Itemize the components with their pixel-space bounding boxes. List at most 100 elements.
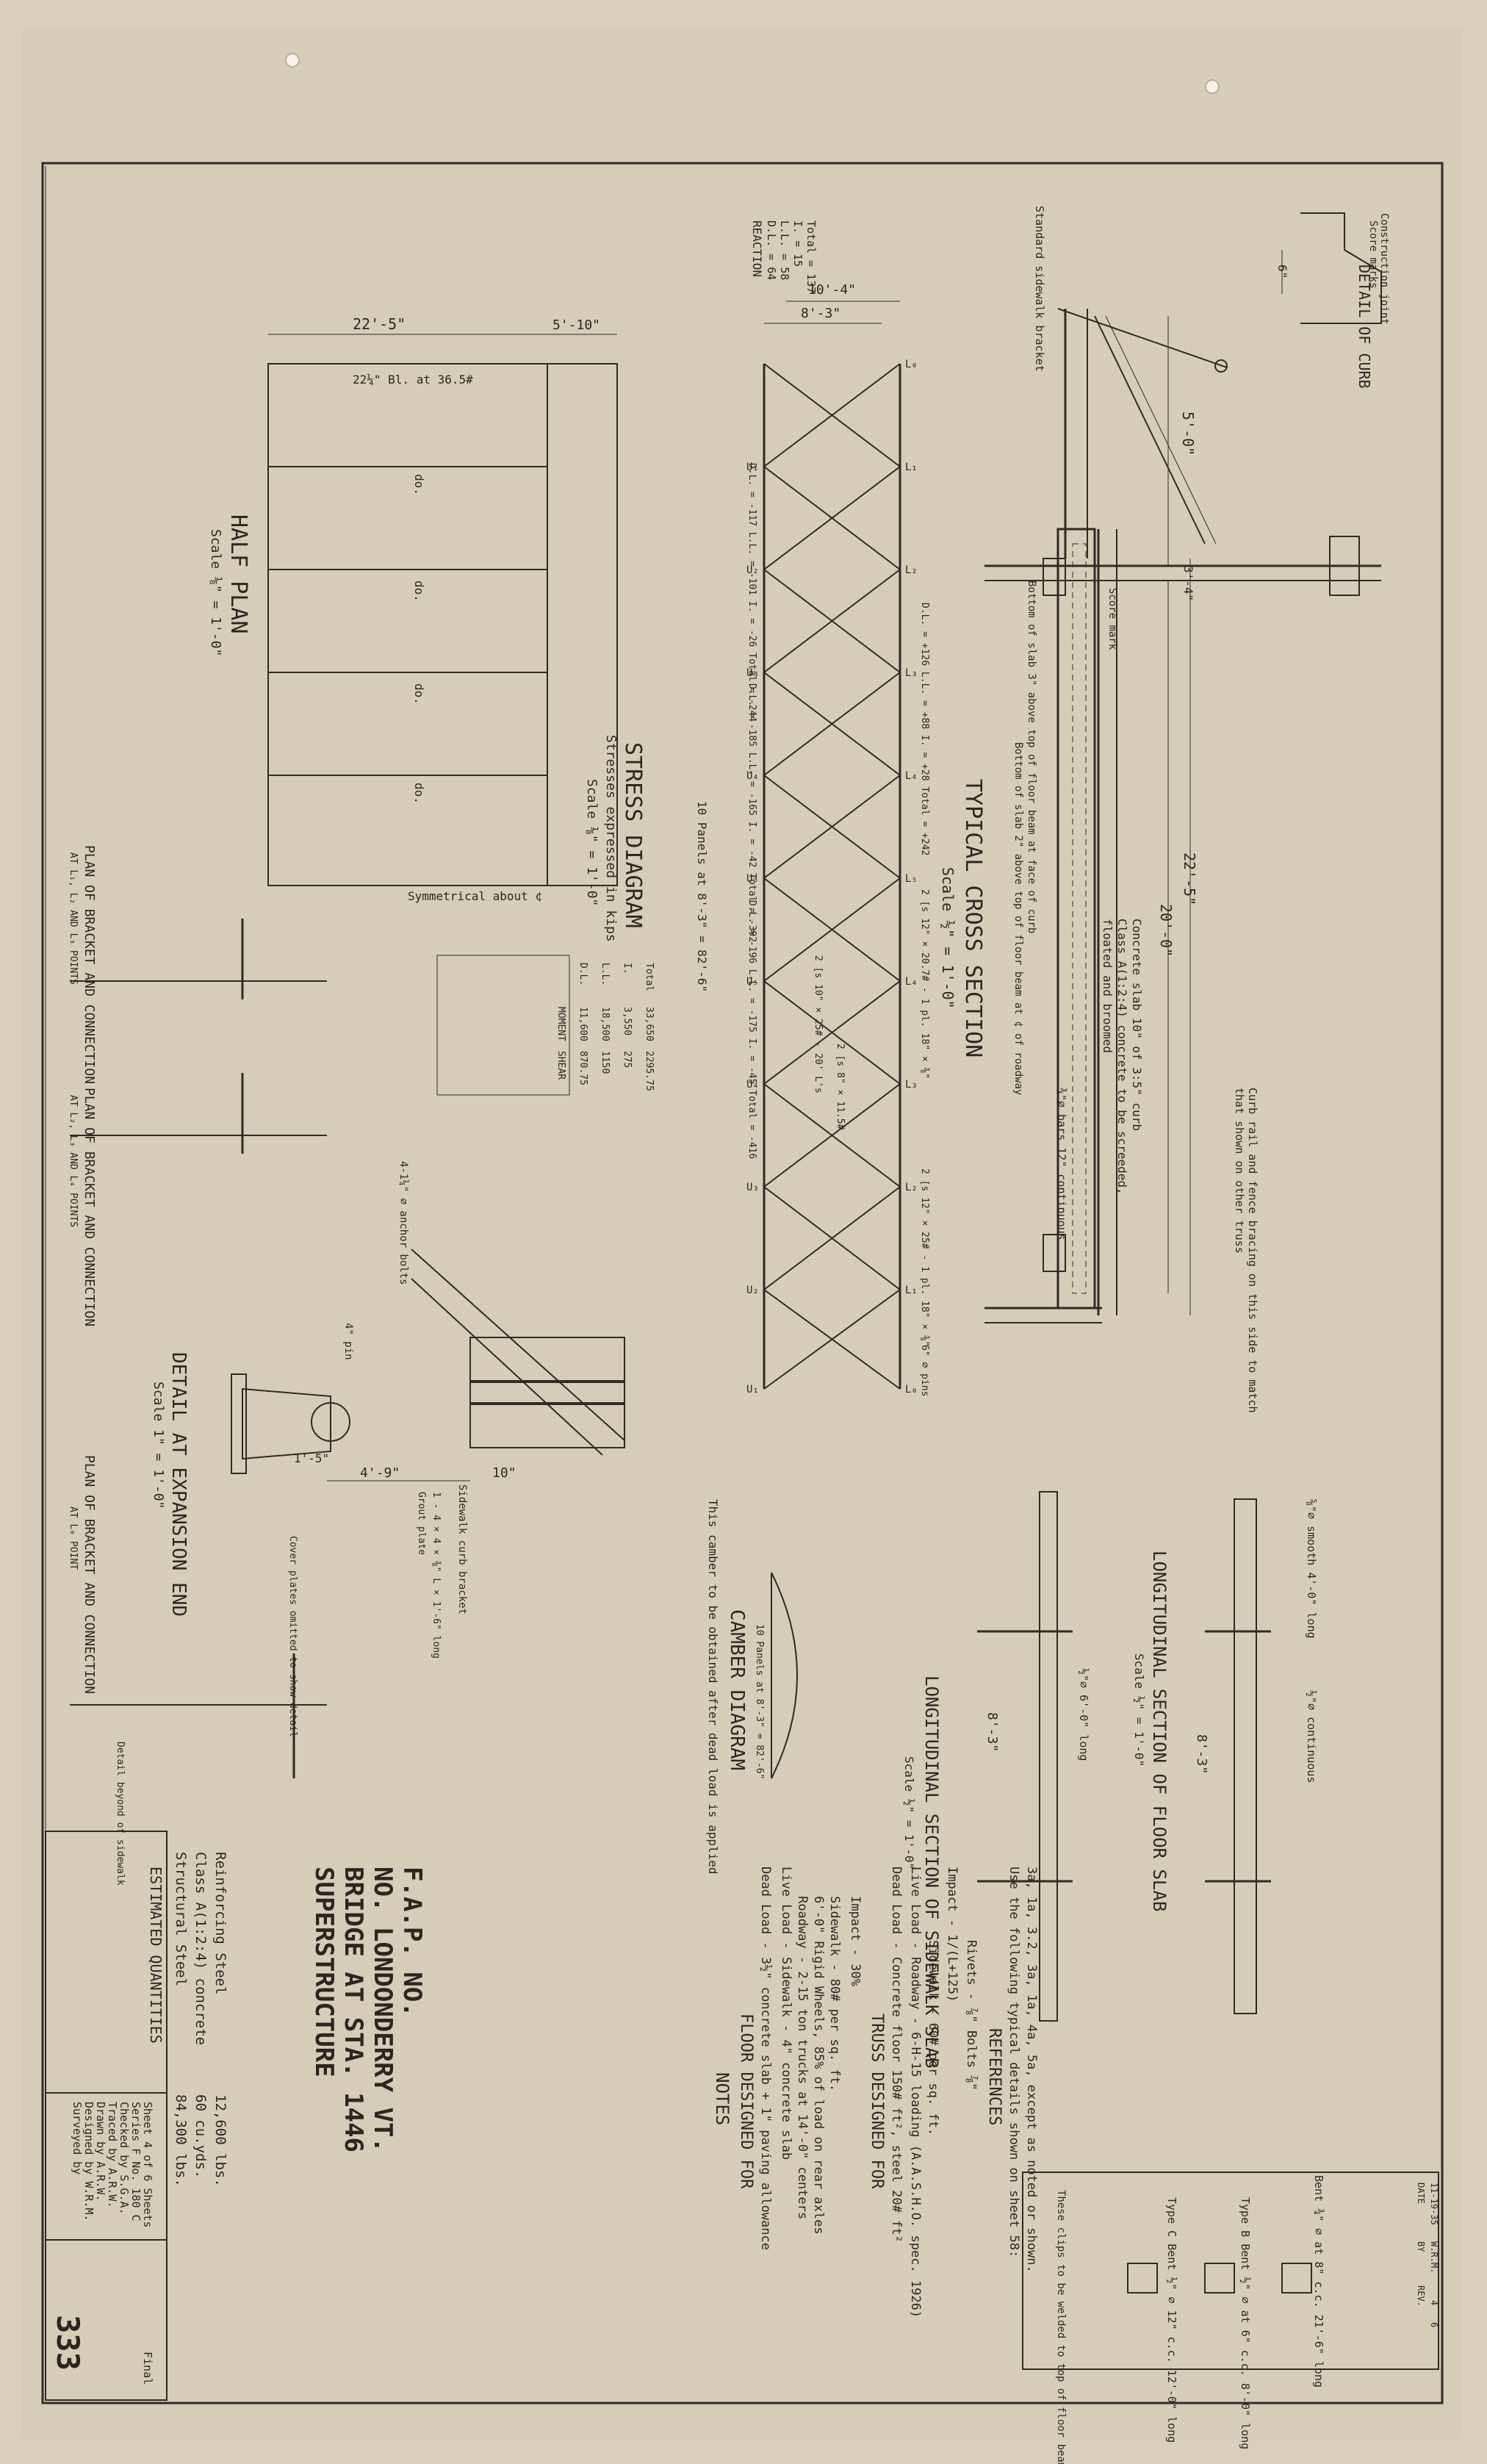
rev-header-rev: REV.	[1416, 2285, 1426, 2307]
rev-total: 6	[1429, 2322, 1439, 2327]
reaction-total: Total = 137	[804, 220, 818, 293]
node-l0-b: L₀	[905, 1384, 918, 1396]
signature-box	[45, 2092, 168, 2401]
floor-note-5: Sidewalk - 80# per sq. ft.	[827, 1896, 842, 2091]
half-plan-dim-22-5-label: 22'-5"	[353, 315, 406, 333]
node-l1: L₁	[905, 461, 918, 473]
sidewalk-railing	[1057, 308, 1228, 368]
qty-item-2: Class A(1:2:4) concrete	[192, 1852, 209, 2045]
surveyed-by: Surveyed by	[71, 2102, 84, 2174]
title-line-4: F.A.P. NO.	[397, 1867, 427, 2017]
revision-box	[1022, 2172, 1439, 2370]
cs-note-bottom-slab-center: Bottom of slab 2" above top of floor bea…	[1012, 742, 1024, 1095]
prop-row-4-moment: 33,650	[644, 1007, 655, 1041]
reaction-i: I. = 15	[791, 220, 804, 267]
bar-type-c: Type C Bent ½" ⌀ 12" c.c. 12'-0" long	[1165, 2197, 1178, 2443]
half-plan-outline	[267, 363, 618, 886]
expansion-note-bracket: Sidewalk curb bracket	[456, 1484, 468, 1614]
expansion-note-anchor: 4-1¼" ⌀ anchor bolts	[397, 1161, 409, 1285]
cs-note-curb-rail-2: that shown on other truss	[1233, 1088, 1246, 1254]
qty-item-3: Reinforcing Steel	[212, 1852, 228, 1994]
camber-curve	[771, 1572, 798, 1779]
cs-note-floated: floated and broomed	[1101, 919, 1115, 1053]
half-plan: 22'-5" 5'-10" 22¼" Bl. at 36.5# do. do. …	[208, 315, 618, 903]
node-l1-b: L₁	[905, 1285, 918, 1296]
reaction-dl: D.L. = 64	[765, 220, 778, 280]
dim-22-5: 22'-5"	[1181, 852, 1198, 905]
cs-note-class-a: Class A(1:2:4) concrete to be screeded,	[1115, 919, 1129, 1195]
expansion-note-grout: Grout plate	[416, 1492, 427, 1555]
half-plan-scale: Scale ⅛" = 1'-0"	[208, 529, 223, 656]
punch-hole-left	[285, 53, 300, 68]
node-l5: L₅	[905, 873, 918, 885]
curb-detail: DETAIL OF CURB 6" Score marks	[1275, 212, 1382, 389]
title-line-3: NO. LONDONDERRY VT.	[368, 1867, 397, 2152]
sidewalk-slab-rect	[1039, 1491, 1058, 2022]
expansion-title: DETAIL AT EXPANSION END	[168, 1352, 190, 1617]
prop-row-2-moment: 18,500	[600, 1007, 611, 1041]
prop-row-1-moment: 11,600	[577, 1007, 588, 1041]
chord-stress-4: D.L. = +126 L.L. = +88 I. = +28 Total = …	[919, 603, 930, 855]
expansion-note-pin: 4" pin	[342, 1323, 354, 1360]
expansion-sole-plate	[231, 1373, 247, 1474]
bracket-plan-note: Detail beyond of sidewalk	[115, 1742, 126, 1886]
sidewalk-slab-title: LONGITUDINAL SECTION OF SIDEWALK SLAB	[921, 1675, 942, 2069]
member-size-2: 2 [s 12" × 25# - 1 pl. 18" × ⅜"	[919, 1168, 930, 1347]
title-line-1: SUPERSTRUCTURE	[309, 1867, 339, 2077]
prop-row-4-shear: 2295.75	[644, 1051, 655, 1091]
signature-block: Surveyed by Designed by W.R.M. Drawn by …	[71, 2102, 154, 2385]
floor-note-1: Dead Load - 3½" concrete slab + 1" pavin…	[758, 1867, 773, 2250]
curb-detail-outline	[1300, 212, 1382, 324]
expansion-floor-beam	[469, 1337, 625, 1448]
truss-note-5: Rivets - ⅞" Bolts ⅞"	[964, 1940, 979, 2091]
truss-note-1: Dead Load - Concrete floor 150# ft², ste…	[889, 1867, 904, 2243]
properties-table: MOMENT SHEAR D.L. 11,600 870.75 L.L. 18,…	[436, 955, 655, 1096]
qty-item-1: Structural Steel	[173, 1852, 189, 1986]
title-line-2: BRIDGE AT STA. 1446	[339, 1867, 368, 2152]
camber-panels: 10 Panels at 8'-3" = 82'-6"	[754, 1624, 765, 1779]
bar-section-b	[1204, 2263, 1235, 2294]
expansion-dim-1-5: 1'-5"	[294, 1451, 329, 1465]
sidewalk-bracket-diagonal-b	[1105, 315, 1217, 545]
reaction-values: REACTION D.L. = 64 L.L. = 58 I. = 15 Tot…	[750, 220, 818, 293]
notes-block: NOTES FLOOR DESIGNED FOR Dead Load - 3½"…	[712, 1867, 1039, 2318]
floor-slab-note-2: ½"⌀ continuous	[1305, 1690, 1318, 1783]
cs-note-continuous-bars: ¾"⌀ bars 12" continuous	[1055, 1088, 1068, 1240]
dim-3-4: 3'-4"	[1181, 566, 1195, 601]
half-plan-beam-note: 22¼" Bl. at 36.5#	[353, 373, 473, 387]
node-u4: U₄	[746, 770, 759, 782]
stress-diagram-title: STRESS DIAGRAM	[620, 742, 646, 928]
traced-by: Traced by A.R.W.	[106, 2102, 119, 2208]
curb-detail-title: DETAIL OF CURB	[1355, 265, 1373, 389]
half-plan-do-1: do.	[412, 474, 426, 495]
prop-row-3-label: I.	[622, 963, 633, 974]
cross-section-curb-left	[1043, 558, 1066, 596]
bracket-plan-3-sub: AT L₀ POINT	[68, 1506, 79, 1570]
half-plan-do-4: do.	[412, 783, 426, 804]
truss-dim-8-3-label: 8'-3"	[801, 306, 840, 321]
bar-type-b: Type B Bent ½" ⌀ at 6" c.c. 8'-0" long	[1239, 2197, 1252, 2449]
node-u2-b: U₂	[746, 1285, 759, 1296]
revision-table: DATE BY REV. 11-19-35 W.R.M. 4 6	[1416, 2183, 1439, 2327]
floor-slab-title: LONGITUDINAL SECTION OF FLOOR SLAB	[1149, 1551, 1170, 1911]
node-u5: U₅	[746, 873, 759, 885]
title-block: SUPERSTRUCTURE BRIDGE AT STA. 1446 NO. L…	[309, 1867, 427, 2152]
rev-sheet: 4	[1429, 2300, 1439, 2305]
floor-slab-rect	[1234, 1498, 1257, 2014]
node-l0: L₀	[905, 359, 918, 370]
cross-section-scale: Scale ½" = 1'-0"	[939, 867, 957, 1009]
node-u3: U₃	[746, 667, 759, 679]
expansion-dim-10: 10"	[492, 1465, 516, 1481]
camber-note: This camber to be obtained after dead lo…	[706, 1499, 720, 1875]
qty-value-2: 60 cu.yds.	[192, 2094, 209, 2178]
node-l4: L₄	[905, 770, 918, 782]
expansion-diagonal	[411, 1249, 625, 1441]
properties-table-frame	[436, 955, 570, 1096]
prop-row-3-shear: 275	[622, 1051, 633, 1068]
typical-cross-section: TYPICAL CROSS SECTION Scale ½" = 1'-0" 5…	[939, 206, 1390, 1413]
reaction-ll: L.L. = 58	[778, 220, 791, 280]
expansion-scale: Scale 1" = 1'-0"	[151, 1382, 166, 1509]
member-size-5: 6" ⌀ pins	[919, 1345, 930, 1396]
bracket-plan-3-title: PLAN OF BRACKET AND CONNECTION	[82, 1455, 97, 1694]
stress-diagram-panels: 10 Panels at 8'-3" = 82'-6"	[695, 801, 709, 992]
